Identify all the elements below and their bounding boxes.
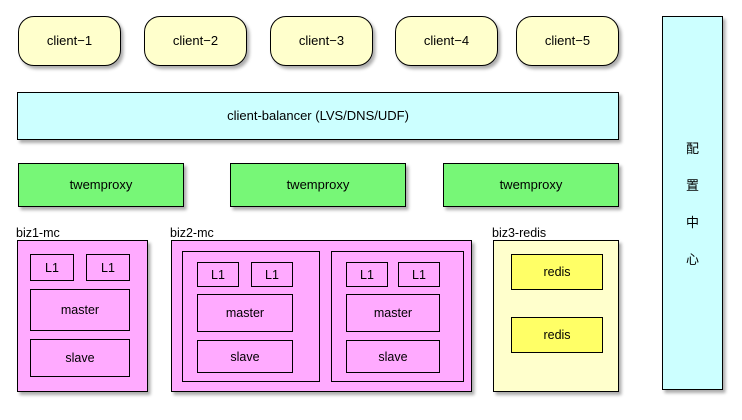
client-node-1[interactable]: client−1 xyxy=(18,16,121,66)
slave-node-box[interactable]: slave xyxy=(30,339,130,377)
client-node-3[interactable]: client−3 xyxy=(270,16,373,66)
master-node-box[interactable]: master xyxy=(30,289,130,331)
redis-node-box[interactable]: redis xyxy=(511,254,603,290)
slave-node-box[interactable]: slave xyxy=(346,340,440,373)
master-node-box[interactable]: master xyxy=(346,294,440,332)
client-node-4[interactable]: client−4 xyxy=(395,16,498,66)
shard-group-2[interactable]: L1 L1 master slave xyxy=(331,251,464,382)
cluster-label-biz3-redis: biz3-redis xyxy=(492,226,547,240)
config-center-char-1: 配 xyxy=(685,142,699,157)
l1-cache-box[interactable]: L1 xyxy=(346,262,388,287)
twemproxy-node-2[interactable]: twemproxy xyxy=(230,163,406,207)
config-center-char-2: 置 xyxy=(685,179,699,194)
cluster-biz1-mc[interactable]: L1 L1 master slave xyxy=(17,240,148,392)
cluster-label-biz2-mc: biz2-mc xyxy=(170,226,214,240)
l1-cache-box[interactable]: L1 xyxy=(197,262,239,287)
cluster-biz2-mc[interactable]: L1 L1 master slave L1 L1 master slave xyxy=(171,240,472,392)
cluster-biz3-redis[interactable]: redis redis xyxy=(493,240,619,392)
shard-group-1[interactable]: L1 L1 master slave xyxy=(182,251,320,382)
master-node-box[interactable]: master xyxy=(197,294,293,332)
twemproxy-node-1[interactable]: twemproxy xyxy=(18,163,184,207)
l1-cache-box[interactable]: L1 xyxy=(30,254,74,281)
l1-cache-box[interactable]: L1 xyxy=(251,262,293,287)
twemproxy-node-3[interactable]: twemproxy xyxy=(443,163,619,207)
client-node-2[interactable]: client−2 xyxy=(144,16,247,66)
client-node-5[interactable]: client−5 xyxy=(516,16,619,66)
client-balancer-node[interactable]: client-balancer (LVS/DNS/UDF) xyxy=(17,92,619,140)
config-center-panel[interactable]: 配 置 中 心 xyxy=(662,16,723,390)
l1-cache-box[interactable]: L1 xyxy=(398,262,440,287)
config-center-char-3: 中 xyxy=(685,216,699,231)
cluster-label-biz1-mc: biz1-mc xyxy=(16,226,60,240)
l1-cache-box[interactable]: L1 xyxy=(86,254,130,281)
config-center-char-4: 心 xyxy=(685,253,699,268)
slave-node-box[interactable]: slave xyxy=(197,340,293,373)
redis-node-box[interactable]: redis xyxy=(511,317,603,353)
